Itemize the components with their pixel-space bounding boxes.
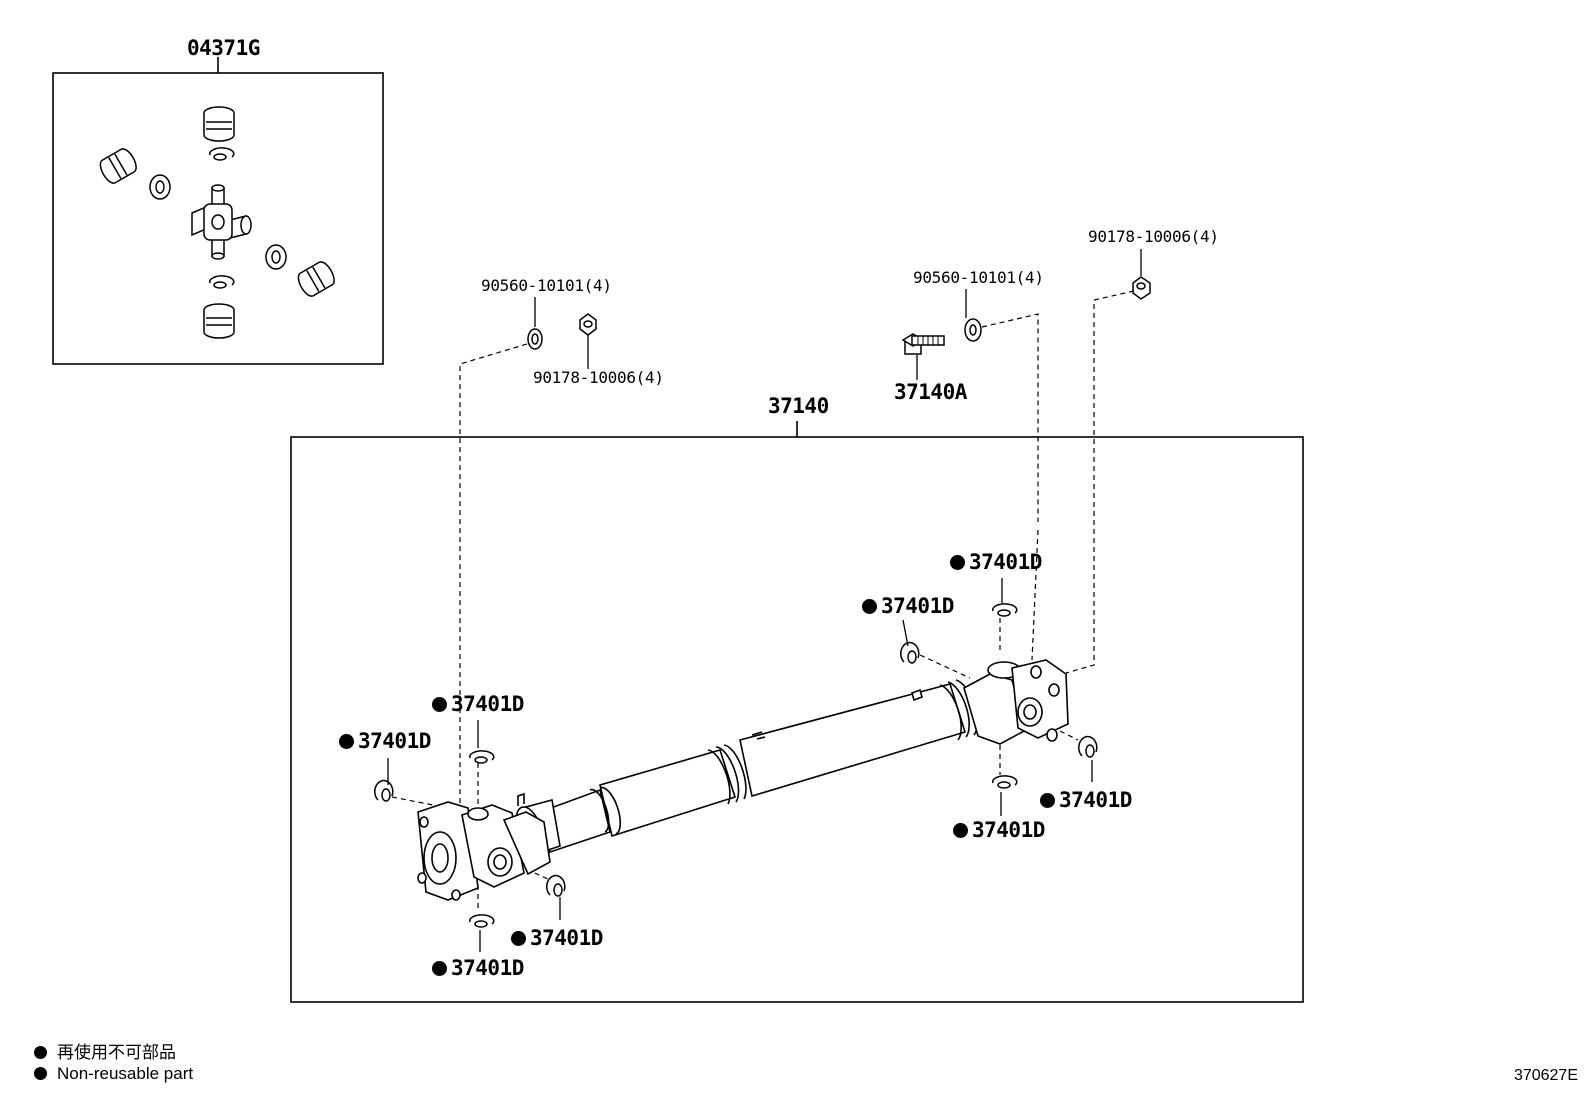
non-reusable-dot-icon [339,734,354,749]
non-reusable-dot-icon [1040,793,1055,808]
label-assembly-37140: 37140 [768,394,829,418]
non-reusable-dot-icon [34,1067,47,1080]
non-reusable-dot-icon [862,599,877,614]
snap-ring [546,874,566,897]
front-flange-yoke [417,792,551,901]
nut-right [1132,276,1151,300]
legend-english: Non-reusable part [34,1064,193,1084]
nut-left [579,313,597,336]
non-reusable-dot-icon [432,961,447,976]
label-snap-ring: 37401D [339,729,431,753]
snap-ring [992,603,1018,617]
snap-rings [374,603,1098,928]
label-washer-left: 90560-10101(4) [481,276,612,295]
bolt-37140A [901,333,945,355]
legend-japanese: 再使用不可部品 [34,1038,176,1063]
snap-ring [992,775,1018,789]
label-snap-ring: 37401D [432,956,524,980]
label-nut-right: 90178-10006(4) [1088,227,1219,246]
label-snap-ring: 37401D [950,550,1042,574]
label-snap-ring: 37401D [1040,788,1132,812]
non-reusable-dot-icon [950,555,965,570]
non-reusable-dot-icon [432,697,447,712]
non-reusable-dot-icon [953,823,968,838]
washer-right [964,318,982,342]
non-reusable-dot-icon [511,931,526,946]
rear-flange-yoke [963,659,1069,745]
label-nut-left: 90178-10006(4) [533,368,664,387]
label-bolt-37140A: 37140A [894,380,967,404]
non-reusable-dot-icon [34,1046,47,1059]
snap-ring [374,779,394,802]
label-kit-04371G: 04371G [187,36,260,60]
snap-ring [469,750,495,764]
snap-ring [900,641,920,664]
label-washer-right: 90560-10101(4) [913,268,1044,287]
label-snap-ring: 37401D [511,926,603,950]
spider-kit [99,106,335,339]
propeller-shaft [515,679,978,858]
snap-ring [469,914,495,928]
label-snap-ring: 37401D [432,692,524,716]
washer-left [527,328,543,350]
diagram-reference-code: 370627E [1513,1067,1578,1084]
snap-ring [1078,735,1098,758]
assembly-box [290,436,1304,1003]
label-snap-ring: 37401D [953,818,1045,842]
label-snap-ring: 37401D [862,594,954,618]
